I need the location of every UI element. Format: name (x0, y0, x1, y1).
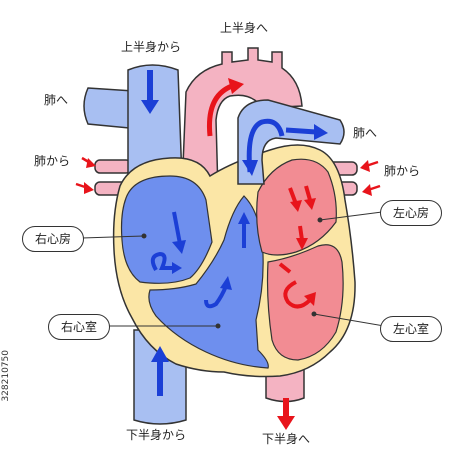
leader-right-atrium-dot (141, 233, 147, 239)
label-from-lungs-right: 肺から (384, 164, 421, 178)
arrow-down-aorta-head (277, 416, 295, 430)
arrow-right-ventricle-up-head (220, 276, 232, 290)
arrow-left-atrium-1-head (290, 200, 302, 212)
arrow-lung-in-left-2-head (84, 182, 94, 194)
stock-id: 328210750 (1, 350, 11, 402)
label-upper-body-from: 上半身から (121, 40, 182, 54)
arrow-lung-in-left-1-head (86, 158, 96, 168)
label-lower-body-from: 下半身から (126, 428, 187, 442)
aortic-arch (181, 47, 303, 193)
arrow-right-atrium-loop-head (172, 262, 182, 274)
leader-left-ventricle (313, 313, 385, 327)
arrow-pulmonary-arch-head (242, 160, 258, 176)
blood-flow-arrows-oxygenated (75, 78, 381, 430)
label-right-atrium: 右心房 (22, 226, 85, 252)
leader-right-atrium (81, 235, 145, 239)
arrow-left-atrium-3 (298, 225, 304, 241)
leader-left-atrium (319, 211, 383, 221)
label-right-ventricle: 右心室 (48, 314, 111, 340)
arrow-septum-up-head (238, 212, 250, 224)
label-left-ventricle: 左心室 (380, 316, 443, 342)
arrow-right-ventricle-up (204, 285, 228, 309)
label-from-lungs-left: 肺から (34, 154, 71, 168)
leader-left-ventricle-dot (311, 311, 317, 317)
label-upper-body-to: 上半身へ (220, 21, 269, 35)
label-to-lungs-left: 肺へ (44, 93, 69, 107)
right-ventricle-chamber (148, 195, 269, 369)
arrow-left-ventricle-loop-head (304, 292, 316, 306)
arrow-aortic-arch (206, 83, 234, 137)
arrow-left-atrium-2-head (304, 198, 316, 210)
arrow-down-svc-head (141, 100, 159, 114)
leader-lines (81, 211, 385, 329)
arrow-aortic-arch-head (228, 78, 244, 94)
arrow-to-lung-right (285, 127, 317, 135)
arrow-lung-in-right-1-head (360, 160, 370, 172)
label-to-lungs-right: 肺へ (353, 126, 378, 140)
arrow-pulmonary-arch (246, 118, 285, 173)
label-lower-body-to: 下半身へ (262, 432, 311, 446)
arrow-right-atrium-down (172, 211, 182, 245)
arrow-lung-in-right-2-head (362, 184, 372, 196)
arrow-left-ventricle-up (278, 262, 292, 274)
blood-flow-arrows-deoxygenated (141, 70, 328, 396)
leader-right-ventricle-dot (215, 323, 221, 329)
arrow-left-atrium-3-head (296, 238, 308, 250)
label-left-atrium: 左心房 (380, 200, 443, 226)
arrow-up-ivc-head (151, 346, 169, 362)
arrow-to-lung-right-head (314, 124, 328, 140)
right-atrium-chamber (120, 175, 213, 284)
arrow-right-atrium-down-head (172, 240, 186, 254)
arrow-right-atrium-loop (150, 251, 174, 271)
arrow-left-ventricle-loop (283, 280, 312, 309)
leader-left-atrium-dot (317, 217, 323, 223)
arrow-left-atrium-2 (304, 185, 312, 201)
